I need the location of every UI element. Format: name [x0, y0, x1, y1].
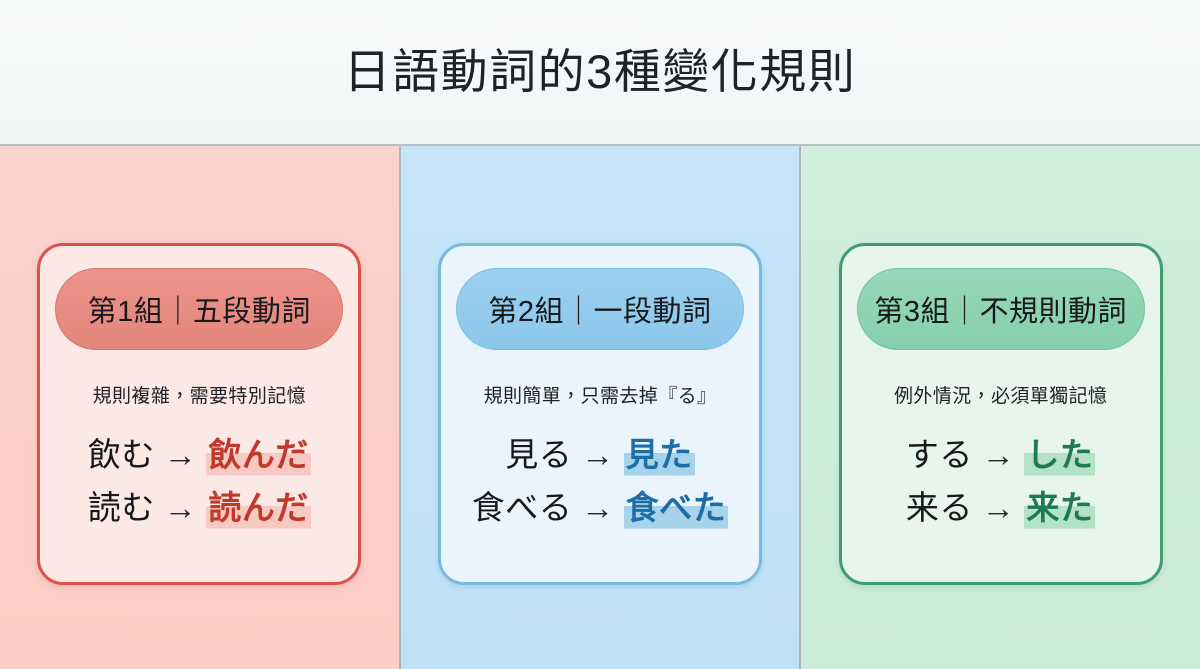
- groups-container: 第1組｜五段動詞 規則複雜，需要特別記憶 飲む → 飲んだ 読む → 読んだ: [0, 146, 1200, 669]
- example-base-form: 食べる: [471, 488, 573, 526]
- arrow-icon: →: [981, 488, 1016, 526]
- arrow-icon: →: [163, 488, 198, 526]
- example-conjugated-form: 飲んだ: [206, 432, 311, 479]
- example-row: 見る → 見た: [505, 432, 695, 479]
- example-base-form: 来る: [905, 488, 973, 526]
- example-base-form: 読む: [87, 488, 155, 526]
- example-list-3: する → した 来る → 来た: [906, 432, 1096, 532]
- arrow-icon: →: [581, 488, 615, 526]
- example-row: する → した: [906, 432, 1096, 479]
- example-base-form: 飲む: [87, 436, 155, 473]
- example-conjugated-form: 読んだ: [206, 484, 311, 532]
- arrow-icon: →: [163, 436, 198, 473]
- group-card-1: 第1組｜五段動詞 規則複雜，需要特別記憶 飲む → 飲んだ 読む → 読んだ: [37, 243, 362, 585]
- example-row: 来る → 来た: [905, 484, 1096, 532]
- group-pill-3: 第3組｜不規則動詞: [856, 268, 1145, 350]
- group-pill-2: 第2組｜一段動詞: [456, 268, 744, 350]
- arrow-icon: →: [981, 436, 1016, 473]
- example-base-form: する: [905, 436, 973, 473]
- group-description-2: 規則簡單，只需去掉『る』: [483, 386, 717, 407]
- group-pill-1: 第1組｜五段動詞: [55, 268, 344, 350]
- example-list-2: 見る → 見た 食べる → 食べた: [472, 432, 729, 532]
- example-conjugated-form: した: [1024, 432, 1096, 479]
- arrow-icon: →: [581, 436, 615, 473]
- example-list-1: 飲む → 飲んだ 読む → 読んだ: [88, 432, 311, 532]
- page-title: 日語動詞的3種變化規則: [343, 45, 857, 99]
- group-panel-2: 第2組｜一段動詞 規則簡單，只需去掉『る』 見る → 見た 食べる → 食べた: [398, 146, 800, 669]
- example-conjugated-form: 見た: [623, 432, 695, 479]
- group-description-3: 例外情況，必須單獨記憶: [893, 386, 1108, 407]
- example-row: 飲む → 飲んだ: [88, 432, 311, 479]
- group-card-2: 第2組｜一段動詞 規則簡單，只需去掉『る』 見る → 見た 食べる → 食べた: [438, 243, 762, 585]
- group-card-3: 第3組｜不規則動詞 例外情況，必須單獨記憶 する → した 来る → 来た: [838, 243, 1163, 585]
- example-row: 読む → 読んだ: [87, 484, 311, 532]
- example-row: 食べる → 食べた: [471, 484, 729, 532]
- header-band: 日語動詞的3種變化規則: [0, 0, 1200, 146]
- example-conjugated-form: 食べた: [623, 484, 729, 532]
- group-panel-3: 第3組｜不規則動詞 例外情況，必須單獨記憶 する → した 来る → 来た: [799, 146, 1200, 669]
- example-base-form: 見る: [505, 436, 573, 473]
- group-panel-1: 第1組｜五段動詞 規則複雜，需要特別記憶 飲む → 飲んだ 読む → 読んだ: [0, 146, 399, 669]
- group-description-1: 規則複雜，需要特別記憶: [92, 386, 307, 407]
- example-conjugated-form: 来た: [1024, 484, 1096, 532]
